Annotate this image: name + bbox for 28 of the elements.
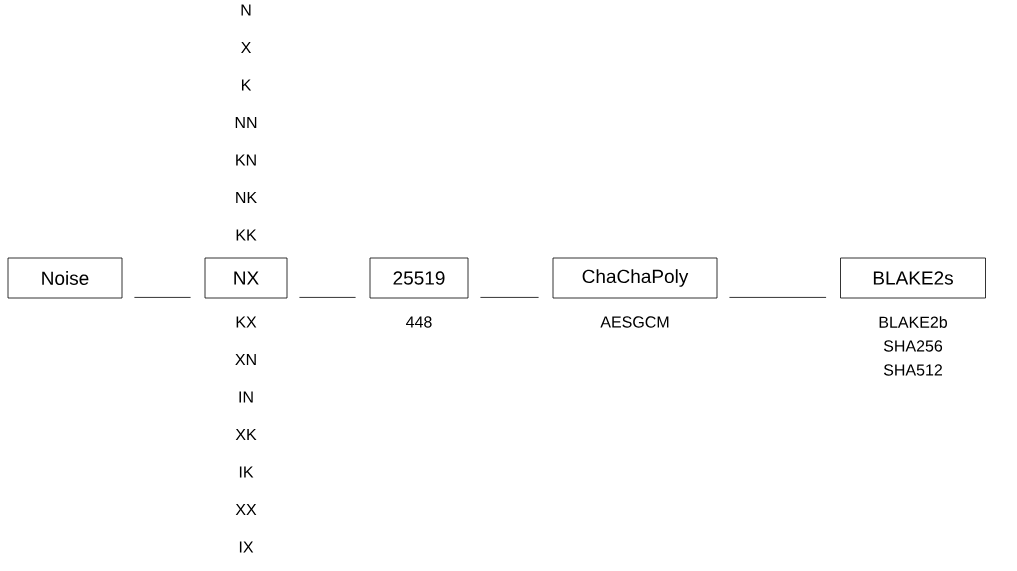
alternative-label: SHA256 — [883, 340, 943, 352]
alternative-label: IN — [239, 391, 253, 403]
alternative-label: XK — [235, 429, 257, 440]
alternative-label: K — [242, 79, 252, 91]
connector-line — [480, 297, 539, 298]
alternative-label: NN — [235, 117, 257, 128]
alternative-label: KX — [236, 316, 257, 328]
alternative-label: X — [241, 42, 251, 53]
alternative-label: NK — [236, 192, 257, 203]
text-box: 25519 — [369, 257, 469, 299]
alternative-label: IX — [239, 541, 254, 553]
alternative-label: AESGCM — [600, 316, 669, 328]
alternative-label: 448 — [406, 316, 432, 328]
alternative-label: KN — [236, 154, 256, 166]
connector-line — [299, 297, 356, 298]
alternative-label: N — [241, 4, 251, 16]
text-box: ChaChaPoly — [552, 257, 718, 299]
alternative-label: XN — [235, 354, 256, 365]
connector-line — [729, 297, 827, 298]
text-box: BLAKE2s — [840, 257, 986, 299]
alternative-label: XX — [235, 504, 257, 515]
alternative-label: BLAKE2b — [879, 316, 947, 328]
text-box: Noise — [7, 257, 123, 299]
connector-line — [134, 297, 191, 298]
text-box: NX — [204, 257, 288, 299]
alternative-label: IK — [239, 466, 254, 478]
alternative-label: KK — [236, 229, 257, 241]
alternative-label: SHA512 — [883, 364, 942, 376]
